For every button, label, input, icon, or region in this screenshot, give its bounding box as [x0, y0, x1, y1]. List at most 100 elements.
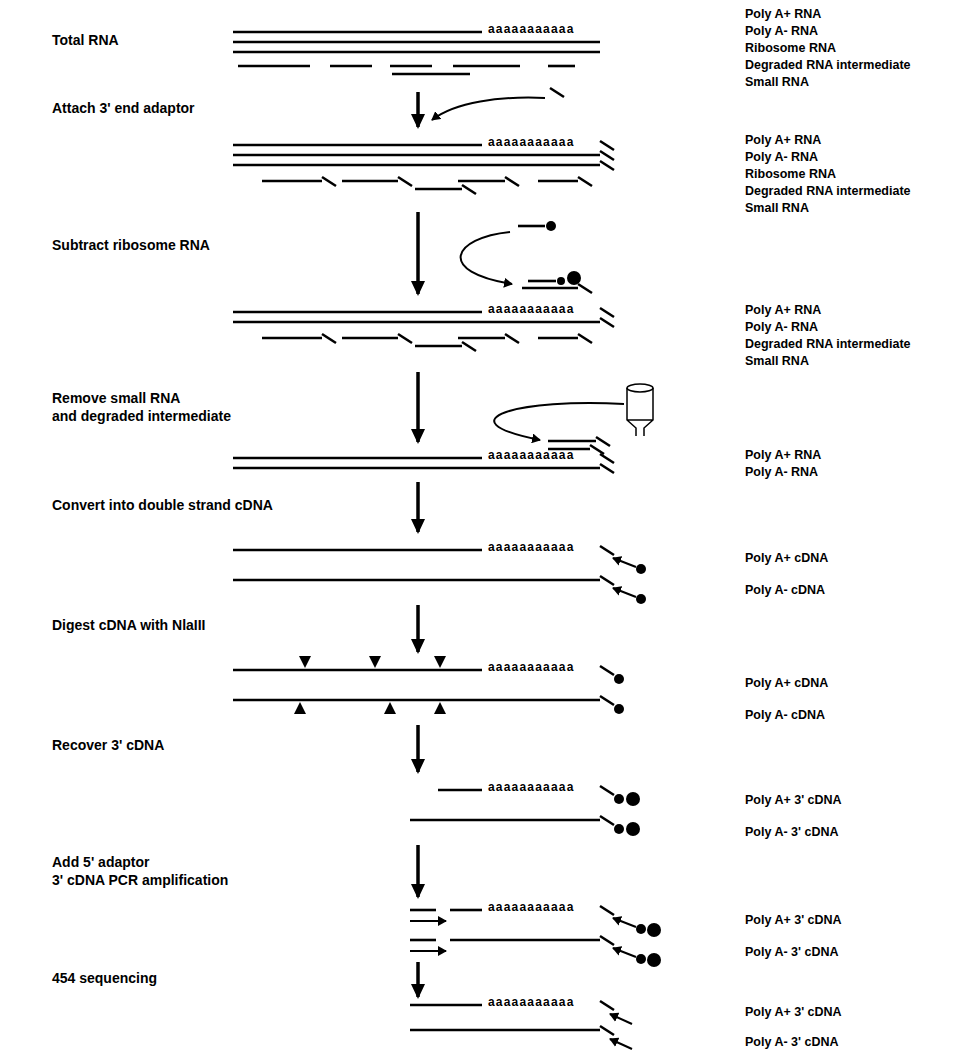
polya-tail: aaaaaaaaaaa: [488, 541, 575, 553]
ribosome-rna: [522, 287, 578, 290]
adaptor: [600, 464, 614, 473]
biotin-dot: [557, 277, 565, 285]
strand: [438, 789, 482, 792]
adaptor: [462, 342, 476, 351]
cut-site: [294, 702, 306, 714]
step-label: Attach 3' end adaptor: [52, 99, 195, 117]
fragment: [538, 337, 578, 340]
adaptor: [600, 546, 614, 555]
molecule-label: Poly A+ RNA: [745, 303, 821, 318]
step-label: Convert into double strand cDNA: [52, 496, 273, 514]
strand: [233, 579, 600, 582]
bead: [647, 923, 661, 937]
molecule-label: Poly A- 3' cDNA: [745, 945, 839, 960]
polya-tail: aaaaaaaaaaa: [488, 303, 575, 315]
molecule-label: Degraded RNA intermediate: [745, 184, 911, 199]
step-label: Add 5' adaptor: [52, 853, 149, 871]
step-arrow: [416, 482, 420, 532]
molecule-label: Poly A- cDNA: [745, 708, 825, 723]
fragment: [415, 188, 462, 191]
primer-arrow: [613, 948, 636, 957]
fragment: [330, 65, 372, 68]
biotin-dot: [614, 824, 624, 834]
primer-arrow: [613, 918, 636, 927]
strand: [450, 909, 482, 912]
molecule-label: Poly A- RNA: [745, 24, 818, 39]
primer-arrow: [410, 950, 446, 952]
step-label: Total RNA: [52, 31, 119, 49]
fragment: [262, 180, 322, 183]
molecule-label: Small RNA: [745, 354, 809, 369]
step-arrow: [416, 725, 420, 772]
bead: [626, 822, 640, 836]
polya-tail: aaaaaaaaaaa: [488, 449, 575, 461]
adaptor: [600, 786, 614, 795]
fragment: [342, 180, 398, 183]
strand: [410, 819, 600, 822]
strand: [233, 669, 482, 672]
molecule-label: Poly A+ 3' cDNA: [745, 1005, 842, 1020]
cut-site: [299, 656, 311, 668]
adaptor: [600, 576, 614, 585]
adaptor: [410, 909, 436, 912]
step-label: and degraded intermediate: [52, 407, 231, 425]
curved-arrow: [494, 403, 624, 440]
molecule-label: Poly A- 3' cDNA: [745, 1035, 839, 1050]
molecule-label: Degraded RNA intermediate: [745, 58, 911, 73]
fragment: [458, 337, 505, 340]
step-label: Digest cDNA with NlaIII: [52, 616, 206, 634]
adaptor: [322, 334, 336, 343]
strand: [450, 939, 600, 942]
step-label: Subtract ribosome RNA: [52, 236, 210, 254]
polya-tail: aaaaaaaaaaa: [488, 996, 575, 1008]
adaptor: [505, 334, 519, 343]
step-label: 454 sequencing: [52, 969, 157, 987]
adaptor: [410, 939, 436, 942]
bead: [647, 953, 661, 967]
step-arrow: [416, 372, 420, 442]
column: [627, 388, 653, 436]
adaptor: [578, 284, 592, 293]
strand: [233, 41, 600, 44]
adaptor: [398, 334, 412, 343]
adaptor: [600, 151, 614, 160]
strand: [233, 164, 600, 167]
illustration: [233, 32, 661, 1049]
adaptor: [600, 906, 614, 915]
step-arrow: [416, 605, 420, 652]
primer-arrow: [610, 1039, 632, 1049]
molecule-label: Poly A+ 3' cDNA: [745, 793, 842, 808]
adaptor: [600, 161, 614, 170]
fragment: [453, 65, 520, 68]
polya-tail: aaaaaaaaaaa: [488, 23, 575, 35]
adaptor: [600, 454, 614, 463]
strand: [233, 699, 600, 702]
molecule-label: Poly A- 3' cDNA: [745, 825, 839, 840]
strand: [233, 51, 600, 54]
step-label: Recover 3' cDNA: [52, 736, 164, 754]
adaptor: [600, 696, 614, 705]
adaptor: [600, 666, 614, 675]
polya-tail: aaaaaaaaaaa: [488, 901, 575, 913]
biotin-dot: [614, 794, 624, 804]
primer-arrow: [613, 558, 636, 567]
molecule-label: Ribosome RNA: [745, 167, 836, 182]
cut-site: [384, 702, 396, 714]
adaptor: [596, 437, 610, 446]
molecule-label: Poly A+ RNA: [745, 133, 821, 148]
strand: [233, 457, 482, 460]
cut-site: [434, 702, 446, 714]
molecule-label: Poly A+ 3' cDNA: [745, 913, 842, 928]
molecule-label: Poly A+ cDNA: [745, 551, 828, 566]
adaptor: [322, 177, 336, 186]
molecule-label: Poly A+ RNA: [745, 448, 821, 463]
step-arrow: [416, 845, 420, 897]
curved-arrow: [432, 98, 545, 120]
biotin-dot: [636, 924, 646, 934]
polya-tail: aaaaaaaaaaa: [488, 781, 575, 793]
molecule-label: Poly A+ cDNA: [745, 676, 828, 691]
fragment: [538, 180, 578, 183]
step-label: 3' cDNA PCR amplification: [52, 871, 228, 889]
adaptor: [600, 308, 614, 317]
